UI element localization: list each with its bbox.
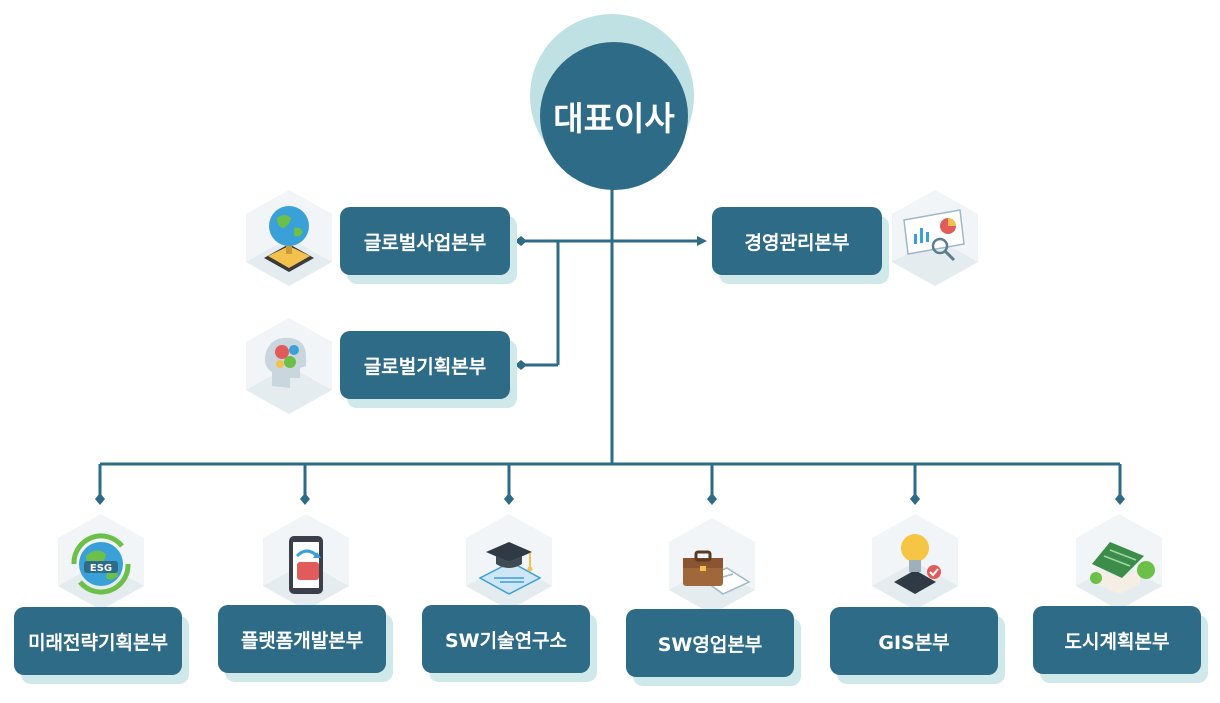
green-house-icon — [1076, 514, 1162, 610]
svg-text:ESG: ESG — [90, 563, 112, 574]
dept-platform-dev-label: 플랫폼개발본부 — [218, 605, 386, 673]
head-gears-icon — [246, 318, 332, 414]
dept-gis-label: GIS본부 — [830, 607, 998, 675]
dept-management-label: 경영관리본부 — [712, 207, 882, 275]
dept-management[interactable]: 경영관리본부 — [712, 207, 889, 284]
analytics-board-icon — [892, 190, 978, 286]
dept-urban-planning-label: 도시계획본부 — [1033, 606, 1201, 674]
lightbulb-chip-icon — [872, 514, 958, 610]
dept-global-planning[interactable]: 글로벌기획본부 — [340, 331, 517, 408]
dept-sw-sales[interactable]: SW영업본부 — [626, 609, 801, 686]
dept-sw-sales-label: SW영업본부 — [626, 609, 794, 677]
dept-future-strategy[interactable]: 미래전략기획본부 — [14, 607, 189, 684]
dept-sw-research[interactable]: SW기술연구소 — [422, 605, 597, 682]
globe-icon — [246, 190, 332, 286]
dept-global-planning-label: 글로벌기획본부 — [340, 331, 510, 399]
briefcase-icon — [669, 518, 755, 614]
mobile-platform-icon — [263, 514, 349, 610]
graduation-cap-icon — [466, 514, 552, 610]
dept-future-strategy-label: 미래전략기획본부 — [14, 607, 182, 675]
ceo-node[interactable]: 대표이사 — [540, 42, 688, 190]
dept-urban-planning[interactable]: 도시계획본부 — [1033, 606, 1208, 683]
dept-platform-dev[interactable]: 플랫폼개발본부 — [218, 605, 393, 682]
dept-global-business-label: 글로벌사업본부 — [340, 207, 510, 275]
dept-sw-research-label: SW기술연구소 — [422, 605, 590, 673]
esg-globe-icon: ESG — [58, 514, 144, 610]
dept-global-business[interactable]: 글로벌사업본부 — [340, 207, 517, 284]
dept-gis[interactable]: GIS본부 — [830, 607, 1005, 684]
